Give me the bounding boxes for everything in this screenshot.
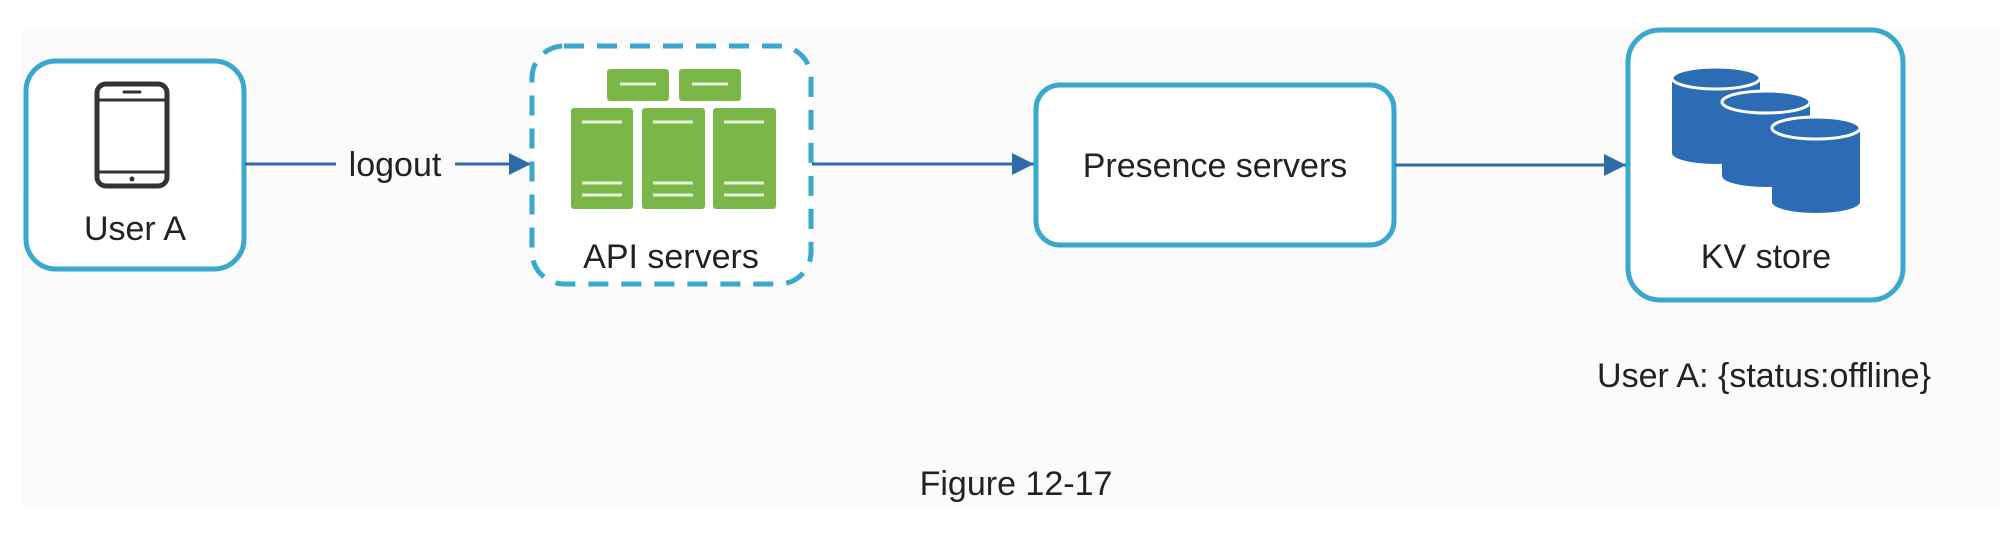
presence-servers-box <box>1033 82 1397 248</box>
node-user-a[interactable]: User A <box>23 58 247 272</box>
caption-strip <box>0 508 2000 533</box>
kv-status-note: User A: {status:offline} <box>1597 357 1931 395</box>
node-kv-store[interactable]: KV store <box>1625 27 1906 303</box>
edge-logout: logout <box>245 146 531 184</box>
node-api-servers[interactable]: API servers <box>529 43 814 287</box>
api-servers-label: API servers <box>583 238 759 276</box>
kv-store-label: KV store <box>1701 238 1831 276</box>
server-cluster-icon <box>571 69 776 209</box>
node-presence-servers[interactable]: Presence servers <box>1033 82 1397 248</box>
database-cylinders-icon <box>1670 65 1862 213</box>
presence-servers-label: Presence servers <box>1083 147 1348 185</box>
user-a-label: User A <box>84 210 186 248</box>
smartphone-icon <box>94 81 170 189</box>
edge-logout-label: logout <box>349 146 442 184</box>
figure-caption: Figure 12-17 <box>920 465 1113 503</box>
